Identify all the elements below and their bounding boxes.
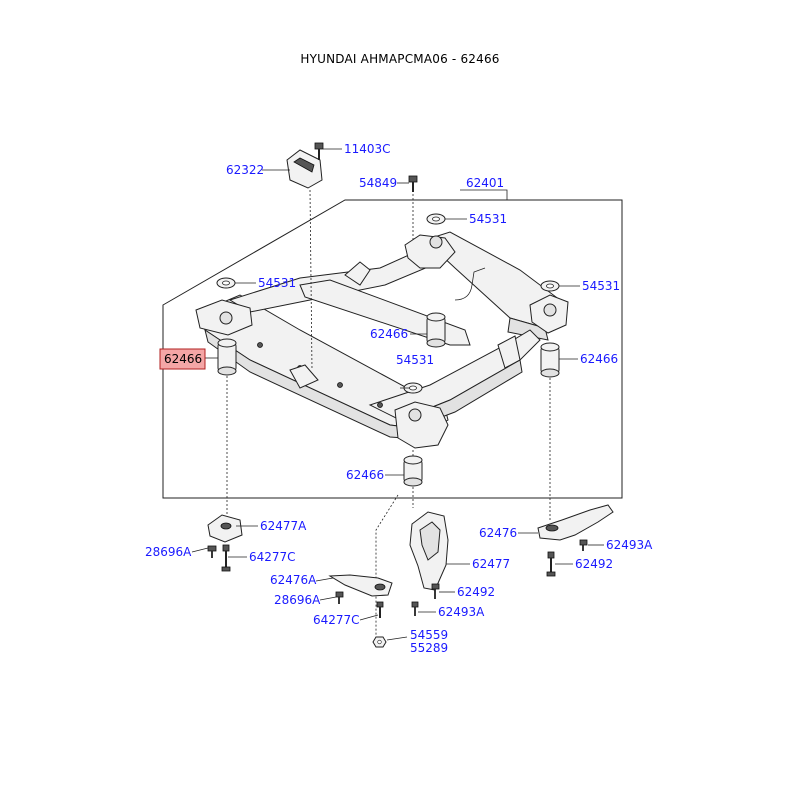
part-label-62476[interactable]: 62476 [479,526,517,540]
bushing-62466-front[interactable] [403,455,423,487]
part-label-64277C-left[interactable]: 64277C [249,550,296,564]
part-label-54531-rear[interactable]: 54531 [469,212,507,226]
part-label-62401[interactable]: 62401 [466,176,504,190]
washer-54531-rear[interactable] [426,213,446,225]
part-label-11403C[interactable]: 11403C [344,142,391,156]
part-label-54849[interactable]: 54849 [359,176,397,190]
leader-lines [191,148,604,641]
part-label-62492-center[interactable]: 62492 [457,585,495,599]
part-label-28696A-left[interactable]: 28696A [145,545,192,559]
diagram-frame [162,199,623,499]
part-label-62476A[interactable]: 62476A [270,573,317,587]
part-label-62493A-center[interactable]: 62493A [438,605,485,619]
part-label-62466-highlighted[interactable]: 62466 [164,352,202,366]
part-label-64277C-center[interactable]: 64277C [313,613,360,627]
part-label-62466-right[interactable]: 62466 [580,352,618,366]
part-label-62477A[interactable]: 62477A [260,519,307,533]
part-label-62492-right[interactable]: 62492 [575,557,613,571]
stay-62476[interactable] [537,504,614,577]
bolt-11403C[interactable] [314,142,324,160]
part-label-54531-left[interactable]: 54531 [258,276,296,290]
part-label-54531-right[interactable]: 54531 [582,279,620,293]
part-label-28696A-center[interactable]: 28696A [274,593,321,607]
washer-54531-left[interactable] [216,277,236,289]
stopper-62476A[interactable] [328,574,393,618]
part-label-54531-center[interactable]: 54531 [396,353,434,367]
highlight-box [159,348,206,370]
bushing-62466-left[interactable] [217,338,237,376]
part-label-62322[interactable]: 62322 [226,163,264,177]
part-label-62466-rear[interactable]: 62466 [370,327,408,341]
stopper-62477A[interactable] [207,514,243,572]
bolt-54849[interactable] [408,175,418,240]
part-label-62477[interactable]: 62477 [472,557,510,571]
part-label-54559[interactable]: 54559 [410,628,448,642]
part-label-62493A-right[interactable]: 62493A [606,538,653,552]
bushing-62466-right[interactable] [540,342,560,378]
bracket-62322[interactable] [286,149,323,371]
part-label-62466-front[interactable]: 62466 [346,468,384,482]
part-label-55289[interactable]: 55289 [410,641,448,655]
washer-54531-right[interactable] [540,280,560,292]
nut-54559[interactable] [372,636,387,648]
stay-62477[interactable] [409,511,449,616]
page-title: HYUNDAI AHMAPCMA06 - 62466 [300,52,500,66]
bushing-62466-rear[interactable] [426,312,446,348]
